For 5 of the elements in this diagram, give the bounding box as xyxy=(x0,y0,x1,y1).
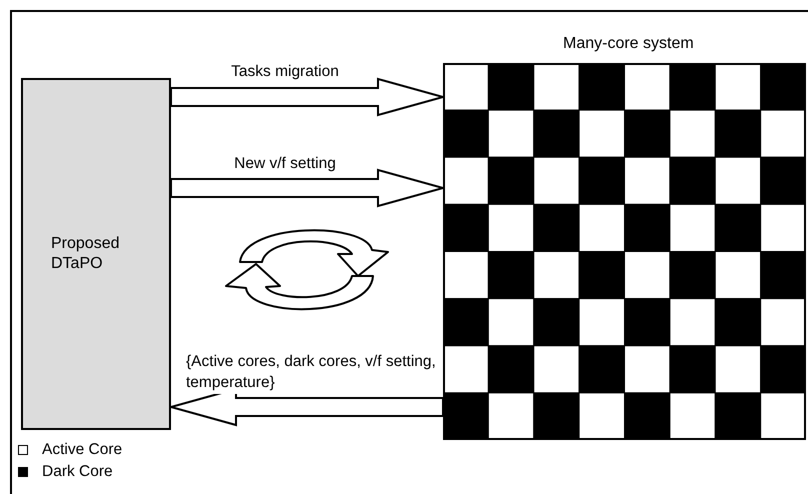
edge-label: {Active cores, dark cores, v/f setting, temperature} xyxy=(186,352,436,394)
legend-label: Dark Core xyxy=(42,463,113,481)
system-heading: Many-core system xyxy=(563,34,694,54)
legend-label: Active Core xyxy=(42,441,122,459)
process-box: Proposed DTaPO xyxy=(21,78,171,430)
